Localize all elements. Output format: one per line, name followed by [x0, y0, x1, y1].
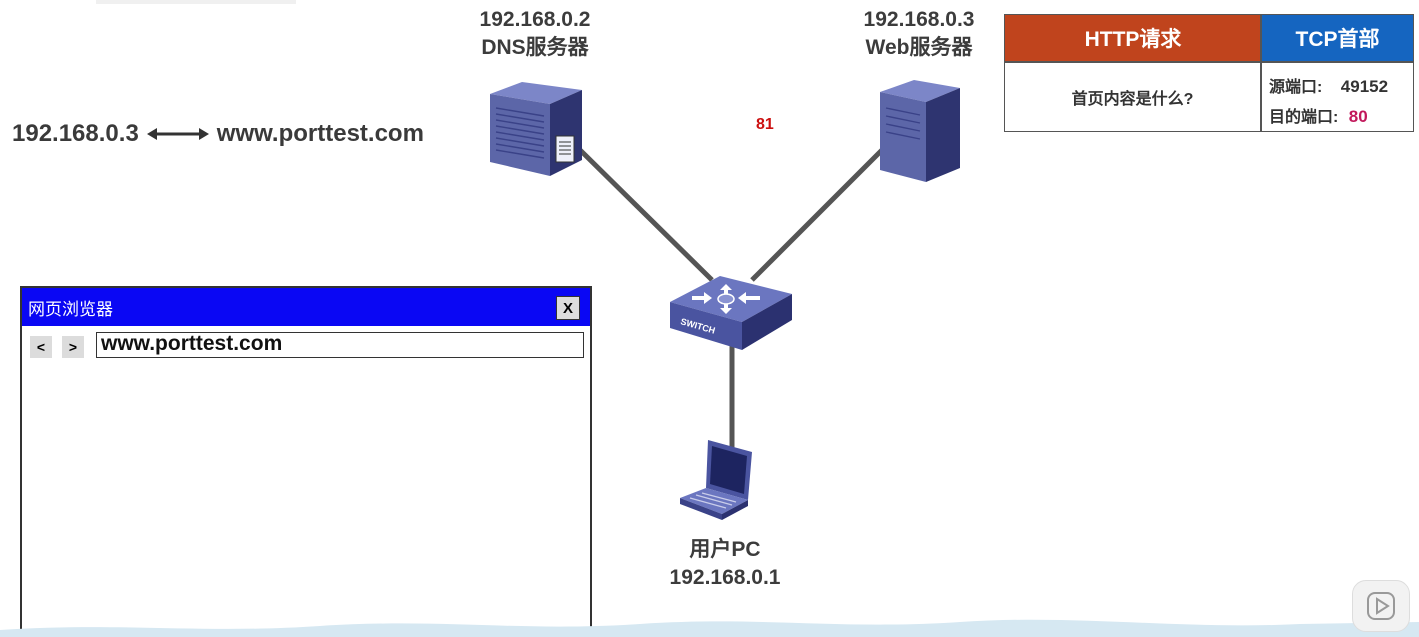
link-dns-switch	[574, 144, 714, 282]
dns-server-icon	[490, 82, 582, 176]
pc-ip: 192.168.0.1	[669, 566, 781, 589]
play-icon	[1367, 592, 1395, 620]
tcp-header-header: TCP首部	[1262, 15, 1413, 61]
packet-table: HTTP请求 TCP首部 首页内容是什么? 源端口: 49152 目的端口: 8…	[1004, 14, 1414, 132]
url-bar[interactable]: www.porttest.com	[96, 332, 584, 358]
dns-server-name: DNS服务器	[481, 36, 589, 59]
dns-server-label: 192.168.0.2 DNS服务器	[450, 6, 620, 62]
web-server-icon	[880, 80, 960, 182]
browser-title: 网页浏览器	[28, 299, 113, 319]
play-button[interactable]	[1352, 580, 1410, 632]
port-note: 81	[756, 116, 774, 133]
http-content: 首页内容是什么?	[1005, 62, 1262, 131]
dst-port-label: 目的端口:	[1269, 109, 1339, 126]
browser-window: 网页浏览器 X < > www.porttest.com	[20, 286, 592, 632]
back-button[interactable]: <	[30, 336, 52, 358]
browser-titlebar: 网页浏览器	[22, 288, 590, 326]
src-port-value: 49152	[1340, 77, 1389, 96]
http-request-header: HTTP请求	[1005, 15, 1261, 61]
bottom-wave-decoration	[0, 619, 1419, 637]
forward-button[interactable]: >	[62, 336, 84, 358]
web-server-ip: 192.168.0.3	[863, 8, 975, 31]
web-server-label: 192.168.0.3 Web服务器	[836, 6, 1002, 62]
close-button[interactable]: X	[556, 296, 580, 320]
switch-icon: SWITCH	[670, 276, 792, 350]
mapping-ip: 192.168.0.3	[12, 120, 139, 147]
link-web-switch	[750, 142, 890, 282]
header-bottom-line	[1005, 61, 1413, 63]
dst-port-row: 目的端口: 80	[1269, 103, 1368, 127]
double-arrow-icon	[146, 128, 209, 140]
top-decoration	[96, 0, 296, 4]
dst-port-value: 80	[1348, 107, 1368, 126]
mapping-domain: www.porttest.com	[216, 120, 424, 147]
dns-mapping: 192.168.0.3 www.porttest.com	[12, 120, 424, 148]
pc-label: 用户PC 192.168.0.1	[640, 536, 810, 592]
web-server-name: Web服务器	[865, 36, 973, 59]
header-divider	[1260, 15, 1262, 61]
src-port-label: 源端口:	[1269, 79, 1323, 96]
dns-server-ip: 192.168.0.2	[479, 8, 591, 31]
src-port-row: 源端口: 49152	[1269, 73, 1388, 97]
laptop-icon	[680, 440, 752, 520]
pc-name: 用户PC	[689, 538, 761, 561]
